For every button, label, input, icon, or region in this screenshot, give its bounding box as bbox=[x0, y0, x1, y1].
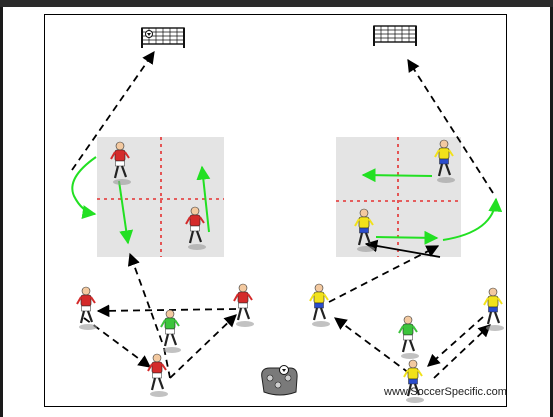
drill-field-border bbox=[44, 14, 507, 407]
player-red-icon bbox=[146, 352, 170, 399]
pass-arrow bbox=[328, 245, 440, 303]
player-green-icon bbox=[397, 314, 421, 361]
run-arrow bbox=[71, 156, 97, 219]
player-yellow-icon bbox=[308, 282, 332, 329]
run-arrow bbox=[118, 180, 134, 245]
window-top-bar bbox=[0, 0, 553, 7]
run-arrow bbox=[196, 165, 211, 233]
pass-arrow bbox=[169, 314, 237, 379]
player-yellow-icon bbox=[482, 286, 506, 333]
pass-arrow bbox=[163, 347, 171, 379]
player-red-icon bbox=[75, 285, 99, 332]
run-arrow bbox=[375, 230, 439, 245]
pass-arrow bbox=[333, 317, 410, 374]
goal-right-icon bbox=[373, 25, 417, 47]
goal-left-icon bbox=[141, 27, 185, 49]
run-arrow bbox=[442, 197, 503, 241]
ball-bag-icon bbox=[261, 365, 298, 396]
window-left-edge bbox=[0, 7, 3, 417]
pass-arrow bbox=[96, 304, 237, 318]
watermark-text: www.SoccerSpecific.com bbox=[384, 386, 507, 398]
pass-arrow bbox=[407, 58, 494, 194]
pass-arrow bbox=[127, 252, 163, 343]
run-arrow bbox=[361, 168, 433, 183]
player-green-icon bbox=[159, 308, 183, 355]
movement-arrows bbox=[71, 156, 503, 245]
pass-arrow bbox=[433, 324, 491, 379]
pass-arrow bbox=[427, 316, 484, 367]
window-right-edge bbox=[550, 7, 553, 417]
player-red-icon bbox=[232, 282, 256, 329]
